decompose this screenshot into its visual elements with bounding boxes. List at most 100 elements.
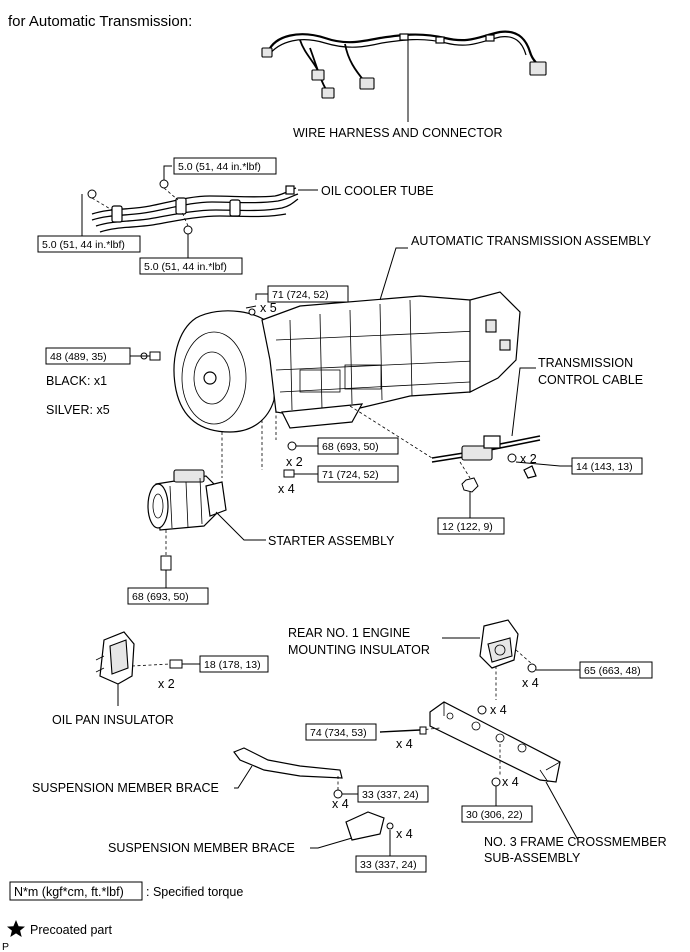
oil-cooler-tube-label: OIL COOLER TUBE [321, 184, 434, 198]
oil-pan-insulator-drawing [95, 631, 135, 685]
legend-desc: : Specified torque [146, 885, 243, 899]
susp-brace-1-leader [234, 765, 253, 789]
star-icon [7, 920, 25, 937]
torque-box-cooler-left [37, 235, 141, 253]
torque-cooler-left: 5.0 (51, 44 in.*lbf) [42, 239, 125, 251]
qty-x4-brace-top: x 4 [332, 797, 349, 811]
torque-cooler-bottom: 5.0 (51, 44 in.*lbf) [144, 261, 227, 273]
torque-box-12 [437, 517, 505, 535]
torque-box-cooler-bottom [139, 257, 243, 275]
torque-box-74 [305, 723, 377, 741]
trans-cable-label-2: CONTROL CABLE [538, 373, 643, 387]
torque-box-33-bottom [355, 855, 427, 873]
bolt-71-mid [283, 469, 295, 478]
torque-box-18 [199, 655, 269, 673]
at-assembly-label: AUTOMATIC TRANSMISSION ASSEMBLY [411, 234, 652, 248]
rear-mount-label-1: REAR NO. 1 ENGINE [288, 626, 410, 640]
torque-74: 74 (734, 53) [310, 727, 367, 739]
bolt-74 [379, 729, 421, 733]
qty-x4-cross-bot: x 4 [502, 775, 519, 789]
torque-33-bottom: 33 (337, 24) [360, 859, 417, 871]
cooler-bolt-left-path [91, 197, 113, 211]
torque-box-71-mid [317, 465, 399, 483]
qty-x5: x 5 [260, 301, 277, 315]
bolt-68-mid [287, 441, 297, 451]
torque-71-mid: 71 (724, 52) [322, 469, 379, 481]
bolt-30 [491, 777, 501, 787]
diagram-header: for Automatic Transmission: [8, 13, 192, 30]
susp-brace-2-leader [310, 837, 353, 849]
rear-mount-label-2: MOUNTING INSULATOR [288, 643, 430, 657]
legend-unit: N*m (kgf*cm, ft.*lbf) [14, 885, 124, 899]
oil-pan-insulator-label: OIL PAN INSULATOR [52, 713, 174, 727]
torque-box-cooler-top [173, 157, 277, 175]
susp-brace-2-label: SUSPENSION MEMBER BRACE [108, 841, 295, 855]
wire-harness-label: WIRE HARNESS AND CONNECTOR [293, 126, 503, 140]
torque-box-30 [461, 805, 533, 823]
cooler-bolt-bottom-path [181, 211, 189, 227]
trans-cable-label-1: TRANSMISSION [538, 356, 633, 370]
starter-leader [215, 511, 266, 541]
crossmember-leader [545, 781, 579, 841]
torque-71-top: 71 (724, 52) [272, 289, 329, 301]
torque-30: 30 (306, 22) [466, 809, 523, 821]
bolt-71-top-leader [255, 293, 268, 300]
legend-unit-box [9, 881, 143, 901]
torque-box-71-top [267, 285, 349, 303]
at-assembly-leader [379, 247, 408, 301]
crossmember-label-2: SUB-ASSEMBLY [484, 851, 581, 865]
wire-harness-drawing [261, 30, 547, 99]
black-x1-label: BLACK: x1 [46, 374, 107, 388]
bolt-33-bottom [386, 822, 394, 830]
torque-box-68-mid [317, 437, 399, 455]
qty-x4-brace-bot: x 4 [396, 827, 413, 841]
bolt-74-head [419, 726, 427, 735]
nut-12-path [459, 461, 471, 479]
transmission-drawing [140, 291, 521, 433]
cooler-bolt-top-path [163, 187, 179, 201]
susp-brace-2-drawing [345, 811, 385, 841]
cooler-top-torque-leader [163, 165, 172, 180]
trans-cable-leader [511, 367, 536, 437]
bolt-18 [169, 659, 183, 669]
starter-label: STARTER ASSEMBLY [268, 534, 395, 548]
torque-68-mid: 68 (693, 50) [322, 441, 379, 453]
qty-x4-bolt74: x 4 [396, 737, 413, 751]
bolt-48 [149, 351, 161, 361]
torque-14: 14 (143, 13) [576, 461, 633, 473]
corner-mark: P [2, 941, 9, 952]
qty-x4-mount: x 4 [522, 676, 539, 690]
torque-box-33-top [357, 785, 429, 803]
silver-x5-label: SILVER: x5 [46, 403, 110, 417]
torque-33-top: 33 (337, 24) [362, 789, 419, 801]
torque-14-leader [515, 461, 572, 467]
bolt-18-path [131, 663, 171, 667]
torque-box-65 [579, 661, 653, 679]
susp-brace-1-drawing [233, 747, 343, 779]
legend-precoated: Precoated part [30, 923, 113, 937]
qty-x2-mid: x 2 [286, 455, 303, 469]
nut-cross-top [477, 705, 487, 715]
bolt-74-path [419, 727, 441, 731]
qty-x4-mid: x 4 [278, 482, 295, 496]
torque-box-68-starter [127, 587, 209, 605]
bolt-68-starter [160, 555, 172, 571]
nut-12 [461, 477, 479, 493]
bolt-65 [527, 663, 537, 673]
torque-box-48 [45, 347, 131, 365]
torque-48: 48 (489, 35) [50, 351, 107, 363]
torque-65: 65 (663, 48) [584, 665, 641, 677]
susp-brace-1-label: SUSPENSION MEMBER BRACE [32, 781, 219, 795]
oil-cooler-tube-drawing [87, 179, 299, 235]
torque-18: 18 (178, 13) [204, 659, 261, 671]
crossmember-label-1: NO. 3 FRAME CROSSMEMBER [484, 835, 667, 849]
qty-x4-cross-top: x 4 [490, 703, 507, 717]
crossmember-drawing [429, 701, 561, 783]
torque-68-starter: 68 (693, 50) [132, 591, 189, 603]
control-cable-drawing [431, 435, 541, 479]
torque-cooler-top: 5.0 (51, 44 in.*lbf) [178, 161, 261, 173]
torque-box-14 [571, 457, 643, 475]
bolt-65-path [515, 649, 533, 665]
qty-x2-pan: x 2 [158, 677, 175, 691]
